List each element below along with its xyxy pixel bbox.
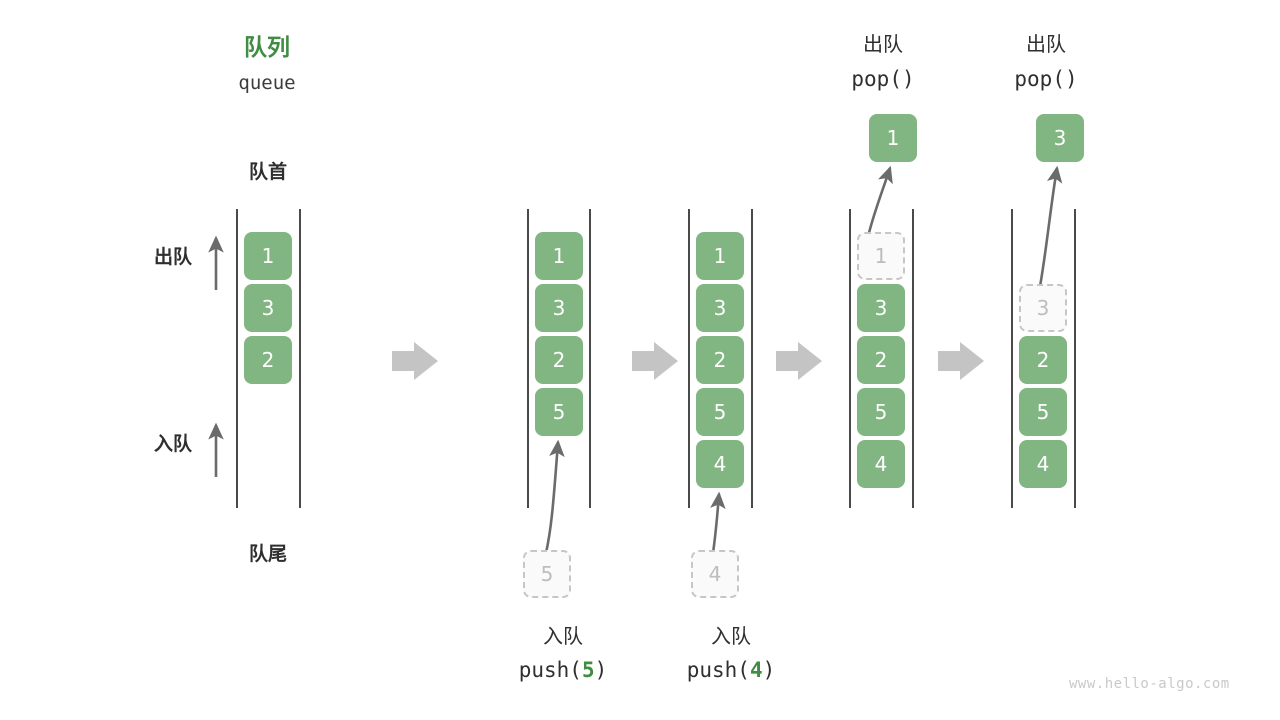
queue-cell: 2: [1019, 336, 1067, 384]
step-caption-cn: 入队: [543, 624, 583, 648]
code-arg: 4: [749, 658, 763, 682]
queue-title-cn: 队列: [244, 35, 290, 61]
queue-cell-ghost: 1: [857, 232, 905, 280]
incoming-value-box: 4: [691, 550, 739, 598]
queue-cell: 5: [696, 388, 744, 436]
queue-cell: 4: [857, 440, 905, 488]
queue-cell-ghost: 3: [1019, 284, 1067, 332]
code-suffix: ): [762, 658, 776, 682]
top-op-code: pop(): [1014, 67, 1078, 91]
incoming-value-box: 5: [523, 550, 571, 598]
popped-value-box: 1: [869, 114, 917, 162]
queue-cell: 3: [696, 284, 744, 332]
queue-cell: 5: [857, 388, 905, 436]
step-caption-cn: 入队: [711, 624, 751, 648]
top-op-code: pop(): [851, 67, 915, 91]
push4-arrow: [710, 491, 726, 554]
pop3-arrow: [1037, 165, 1063, 293]
code-prefix: push(: [518, 658, 582, 682]
rear-label: 队尾: [248, 543, 287, 565]
code-prefix: push(: [686, 658, 750, 682]
code-arg: 5: [581, 658, 595, 682]
dequeue-label: 出队: [153, 246, 192, 268]
watermark: www.hello-algo.com: [1069, 676, 1230, 692]
queue-cell: 1: [696, 232, 744, 280]
queue-cell: 1: [535, 232, 583, 280]
popped-value-box: 3: [1036, 114, 1084, 162]
front-label: 队首: [248, 161, 287, 183]
step-arrow-2: [632, 342, 678, 380]
step-arrow-3: [776, 342, 822, 380]
queue-cell: 2: [857, 336, 905, 384]
queue-cell: 5: [1019, 388, 1067, 436]
queue-title-en: queue: [238, 72, 296, 94]
queue-cell: 5: [535, 388, 583, 436]
queue-cell: 3: [857, 284, 905, 332]
queue-cell: 2: [535, 336, 583, 384]
push5-arrow: [544, 439, 565, 554]
queue-cell: 4: [696, 440, 744, 488]
code-suffix: ): [594, 658, 608, 682]
queue-cell: 2: [696, 336, 744, 384]
queue-cell: 2: [244, 336, 292, 384]
step-arrow-1: [392, 342, 438, 380]
top-op-cn: 出队: [1026, 32, 1066, 56]
queue-cell: 1: [244, 232, 292, 280]
enqueue-label: 入队: [153, 433, 192, 455]
top-op-cn: 出队: [863, 32, 903, 56]
queue-cell: 3: [244, 284, 292, 332]
queue-cell: 3: [535, 284, 583, 332]
queue-cell: 4: [1019, 440, 1067, 488]
step-arrow-4: [938, 342, 984, 380]
step-caption-code: push(4): [655, 655, 807, 685]
pop1-arrow: [867, 165, 893, 234]
step-caption-code: push(5): [487, 655, 639, 685]
